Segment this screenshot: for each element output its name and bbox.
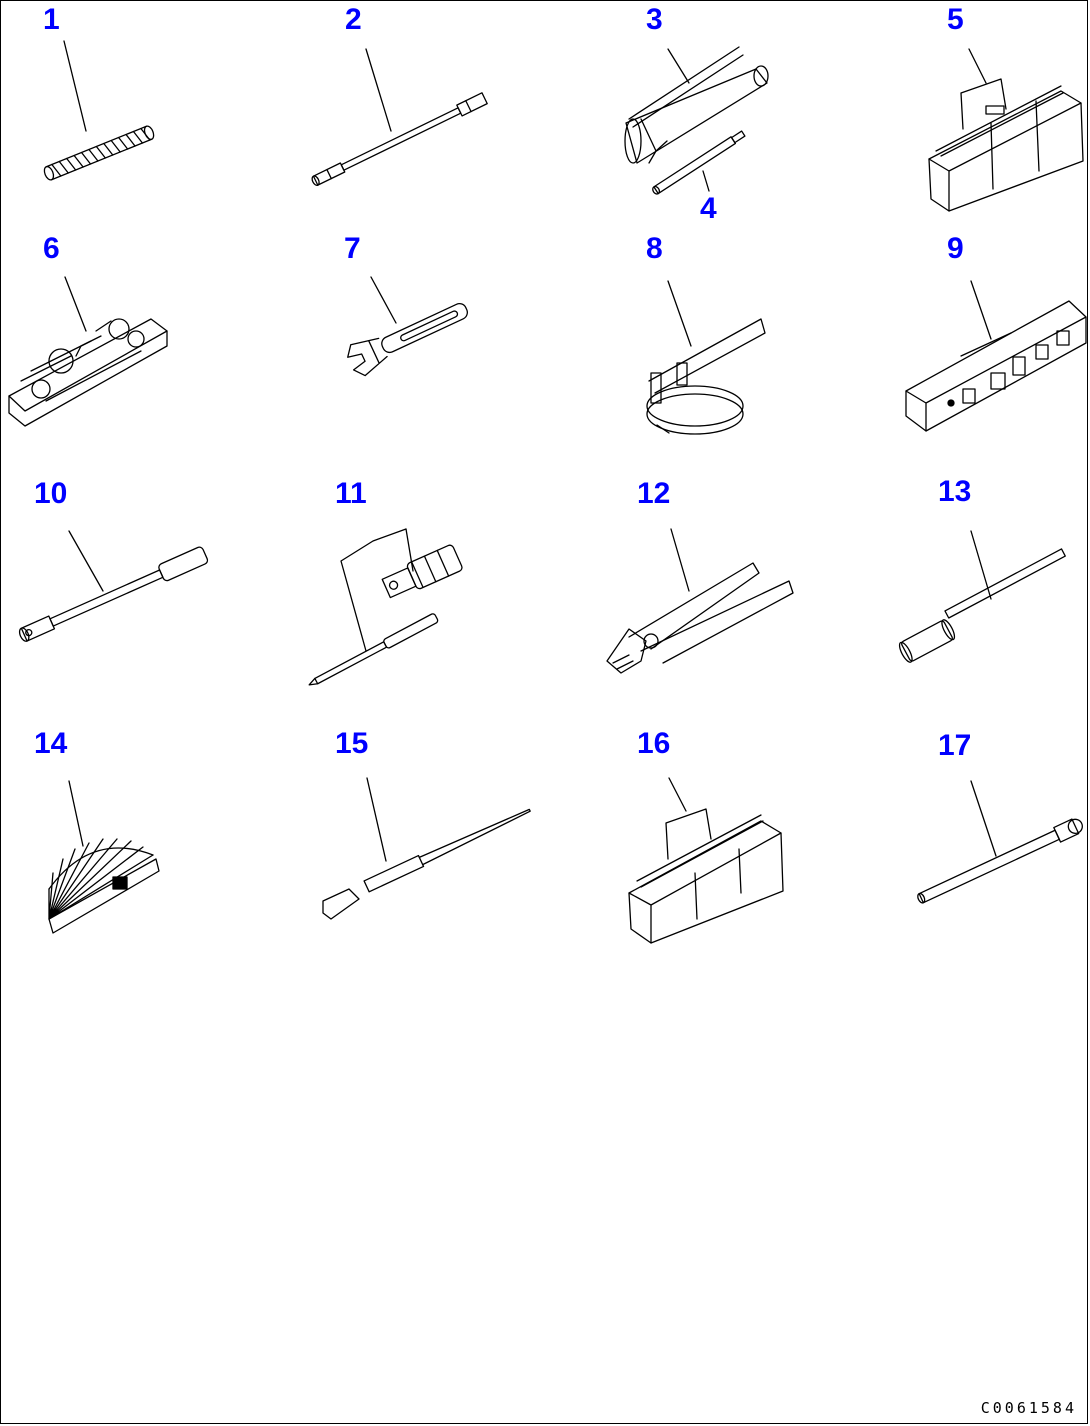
callout-13: 13 [938, 475, 972, 508]
hammer-icon [897, 549, 1065, 664]
socket-handle-icon [17, 546, 209, 645]
callout-10: 10 [34, 477, 68, 510]
callout-5: 5 [947, 3, 964, 36]
wrench-set-icon [9, 319, 167, 426]
socket-set-icon [906, 301, 1086, 431]
leader-lines [64, 41, 996, 861]
coil-spring-icon [43, 125, 156, 181]
callout-6: 6 [43, 232, 60, 265]
callout-15: 15 [335, 727, 369, 760]
pliers-icon [607, 563, 793, 673]
callout-17: 17 [938, 729, 972, 762]
callout-9: 9 [947, 232, 964, 265]
screwdriver-set-icon [307, 544, 463, 689]
nozzle-pipe-icon [651, 130, 745, 195]
callout-1: 1 [43, 3, 60, 36]
extension-bar-icon [310, 93, 487, 188]
tool-bag-icon-2 [629, 809, 783, 943]
adjustable-wrench-icon [343, 294, 473, 379]
callout-16: 16 [637, 727, 671, 760]
callout-2: 2 [345, 3, 362, 36]
feeler-gauge-icon [49, 839, 159, 933]
callout-4: 4 [700, 192, 717, 225]
pry-bar-icon [323, 805, 532, 919]
filter-wrench-icon [647, 319, 765, 434]
callout-12: 12 [637, 477, 671, 510]
drawing-code: C0061584 [980, 1399, 1077, 1417]
callout-3: 3 [646, 3, 663, 36]
torque-bar-icon [915, 816, 1085, 907]
tool-bag-icon [929, 79, 1083, 211]
grease-gun-icon [625, 47, 768, 163]
callout-11: 11 [335, 477, 367, 510]
callout-8: 8 [646, 232, 663, 265]
callout-7: 7 [344, 232, 361, 265]
callout-14: 14 [34, 727, 68, 760]
